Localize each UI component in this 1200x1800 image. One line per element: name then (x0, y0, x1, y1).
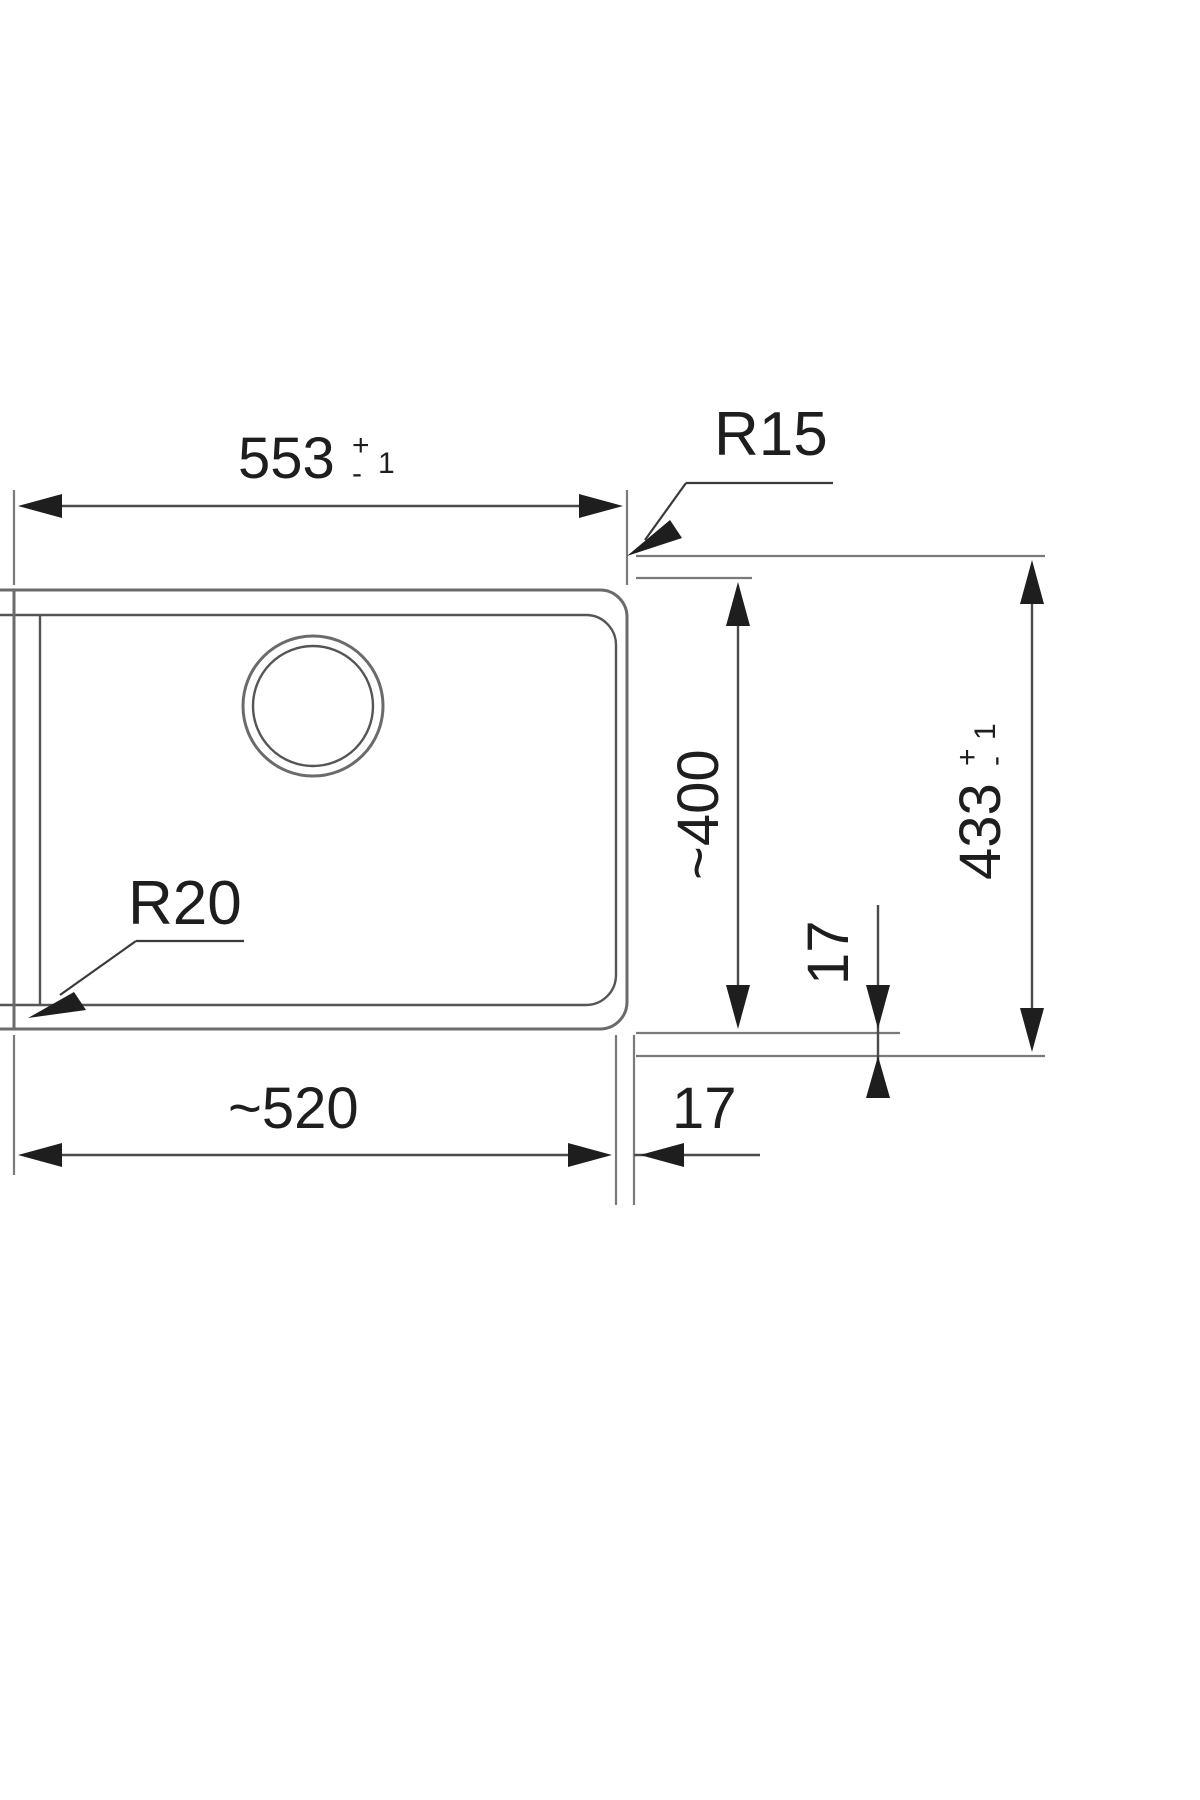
radius-label-r15: R15 (714, 400, 828, 469)
dim-label-553: 553 (238, 426, 335, 491)
dim-tol-minus-553: - (352, 457, 362, 490)
arrowhead-r15 (627, 520, 682, 556)
drain-outer-circle (241, 634, 385, 778)
dim-label-17-horizontal: 17 (672, 1076, 737, 1141)
bowl-outline (0, 588, 629, 1031)
dim-tol-value-553: 1 (378, 447, 395, 480)
radius-label-r20: R20 (128, 869, 242, 938)
dim-tol-value-433: 1 (969, 723, 1002, 740)
dim-label-433: 433 (948, 783, 1013, 880)
leader-diag-r20 (59, 940, 137, 996)
arrowhead-right-520 (568, 1143, 612, 1167)
drain-inner-circle (251, 644, 375, 768)
dim-label-17-vertical: 17 (796, 920, 861, 985)
dim-label-400: ~400 (666, 749, 731, 880)
arrowhead-right-553 (579, 494, 623, 518)
dim-tol-minus-433: - (979, 756, 1012, 766)
drain-opening (241, 634, 385, 778)
arrowhead-down-17-vertical (866, 1056, 890, 1098)
dimension-inner-height: ~400 (636, 576, 900, 1035)
dimension-inner-width: ~520 (12, 1035, 636, 1205)
bowl-inner-edge (27, 613, 618, 1007)
radius-callout-r15: R15 (627, 400, 833, 556)
arrowhead-left-553 (18, 494, 62, 518)
dimension-flange-vertical: 17 (796, 905, 890, 1098)
dimension-flange-horizontal: 17 (634, 1076, 760, 1167)
dim-tol-plus-553: + (352, 429, 370, 462)
dimension-overall-height: 433 + - 1 (636, 554, 1045, 1058)
dimension-overall-width: 553 + - 1 (12, 426, 629, 585)
arrowhead-bottom-400 (726, 985, 750, 1029)
arrowhead-right-17-horizontal (640, 1143, 684, 1167)
dim-label-520: ~520 (228, 1076, 359, 1141)
radius-callout-r20: R20 (28, 869, 244, 1018)
arrowhead-bottom-433 (1020, 1008, 1044, 1052)
bowl-outer-edge (27, 588, 629, 1031)
dim-tol-plus-433: + (951, 748, 984, 766)
leader-diag-r15 (644, 482, 687, 541)
arrowhead-top-400 (726, 582, 750, 626)
arrowhead-r20 (28, 992, 86, 1018)
arrowhead-top-433 (1020, 560, 1044, 604)
arrowhead-up-17-vertical (866, 985, 890, 1029)
arrowhead-left-520 (18, 1143, 62, 1167)
